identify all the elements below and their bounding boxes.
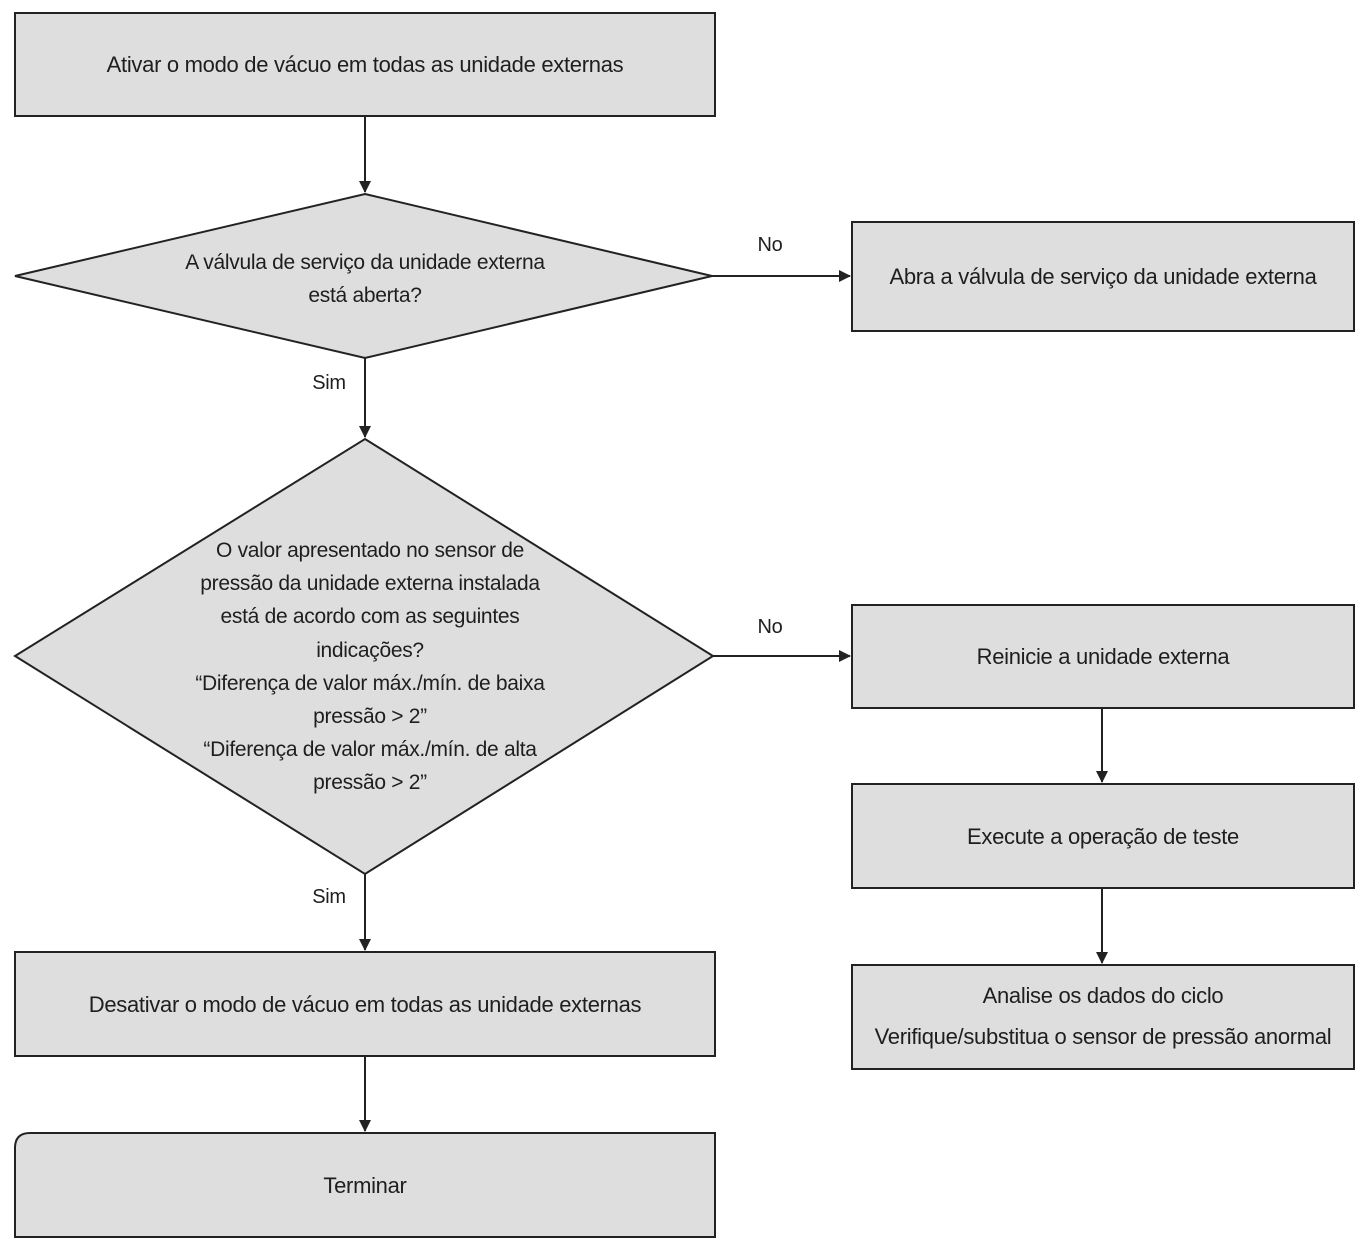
process-box-start xyxy=(14,12,716,117)
sensor-question-line: pressão > 2” xyxy=(313,771,427,795)
process-box-open-valve xyxy=(851,221,1355,332)
edge-label-sensor-yes: Sim xyxy=(312,886,346,908)
process-box-restart xyxy=(851,604,1355,709)
terminal-box-end xyxy=(14,1132,716,1238)
sensor-question-line: está de acordo com as seguintes xyxy=(220,605,520,629)
valve-question-line: A válvula de serviço da unidade externa xyxy=(185,251,545,274)
edge-label-valve-no: No xyxy=(757,234,783,256)
start-label: Ativar o modo de vácuo em todas as unida… xyxy=(106,52,624,77)
decision-diamond-valve xyxy=(14,192,713,360)
process-box-test-operation xyxy=(851,783,1355,889)
sensor-question-line: “Diferença de valor máx./mín. de alta xyxy=(203,738,537,762)
open-valve-label: Abra a válvula de serviço da unidade ext… xyxy=(889,264,1317,289)
sensor-question-line: pressão da unidade externa instalada xyxy=(200,572,540,596)
connectors xyxy=(359,116,1108,1132)
shapes xyxy=(13,12,1355,1238)
edge-label-sensor-no: No xyxy=(757,616,783,638)
analyze-line: Verifique/substitua o sensor de pressão … xyxy=(874,1024,1332,1049)
test-operation-label: Execute a operação de teste xyxy=(967,823,1239,849)
sensor-question-line: O valor apresentado no sensor de xyxy=(216,539,524,562)
end-label: Terminar xyxy=(323,1172,407,1198)
decision-diamond-sensor xyxy=(13,437,715,876)
analyze-label: Analise os dados do ciclo Verifique/subs… xyxy=(852,965,1354,1069)
process-box-analyze xyxy=(851,964,1355,1070)
deactivate-label: Desativar o modo de vácuo em todas as un… xyxy=(88,991,642,1017)
valve-question-line: está aberta? xyxy=(308,284,422,308)
restart-label: Reinicie a unidade externa xyxy=(976,644,1230,669)
sensor-question-line: “Diferença de valor máx./mín. de baixa xyxy=(195,671,545,695)
sensor-question: O valor apresentado no sensor de pressão… xyxy=(110,534,630,799)
process-box-deactivate xyxy=(14,951,716,1057)
analyze-line: Analise os dados do ciclo xyxy=(982,983,1224,1009)
sensor-question-line: indicações? xyxy=(316,638,424,662)
edge-label-valve-yes: Sim xyxy=(312,372,346,394)
sensor-question-line: pressão > 2” xyxy=(313,704,427,728)
valve-question: A válvula de serviço da unidade externa … xyxy=(140,246,590,312)
